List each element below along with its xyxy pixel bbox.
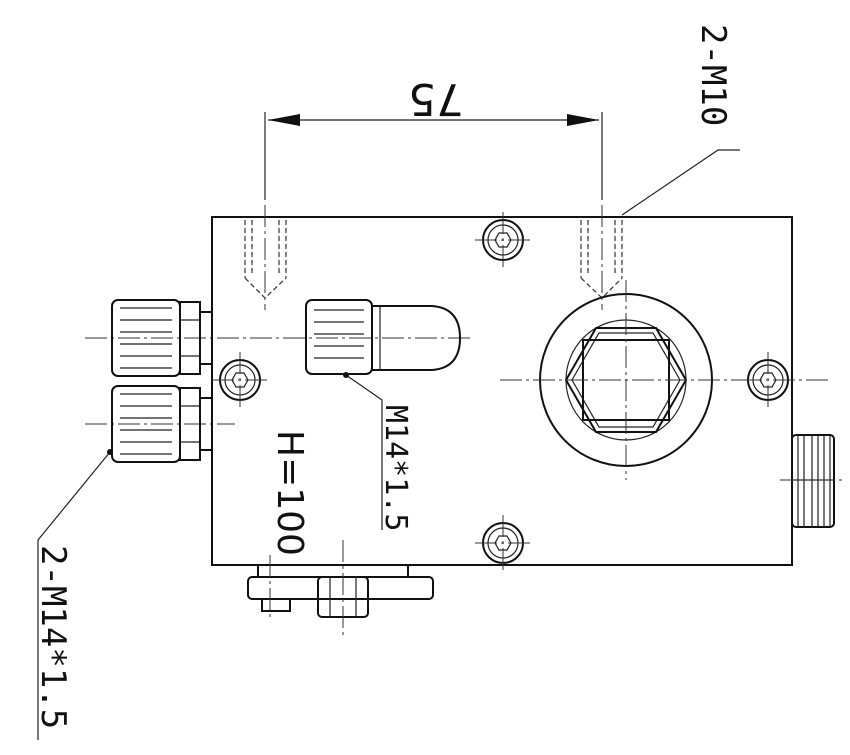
valve-block-body — [211, 216, 793, 566]
label-2-m14: 2-M14*1.5 — [33, 545, 73, 729]
dimension-75: 75 — [264, 73, 603, 200]
label-2-m10-leader: 2-M10 — [621, 24, 740, 216]
socket-screw-right — [740, 352, 830, 408]
left-fitting-lower — [111, 385, 213, 463]
label-height: H=100 — [269, 430, 310, 556]
label-2-m10: 2-M10 — [693, 24, 733, 126]
inner-fitting — [305, 299, 462, 375]
socket-screw-left — [212, 352, 268, 408]
bottom-bracket — [247, 540, 434, 635]
left-fitting-upper — [111, 299, 213, 377]
label-m14-leader: M14*1.5 — [343, 372, 413, 531]
socket-screw-bottom — [475, 515, 532, 571]
knurled-knob — [780, 434, 845, 528]
hex-plug — [500, 280, 760, 480]
socket-screw-top — [475, 212, 532, 268]
label-2-m14-leader: 2-M14*1.5 — [33, 449, 113, 740]
dimension-75-label: 75 — [408, 73, 464, 124]
label-m14: M14*1.5 — [378, 405, 413, 531]
m10-tapped-hole-left — [244, 205, 287, 310]
